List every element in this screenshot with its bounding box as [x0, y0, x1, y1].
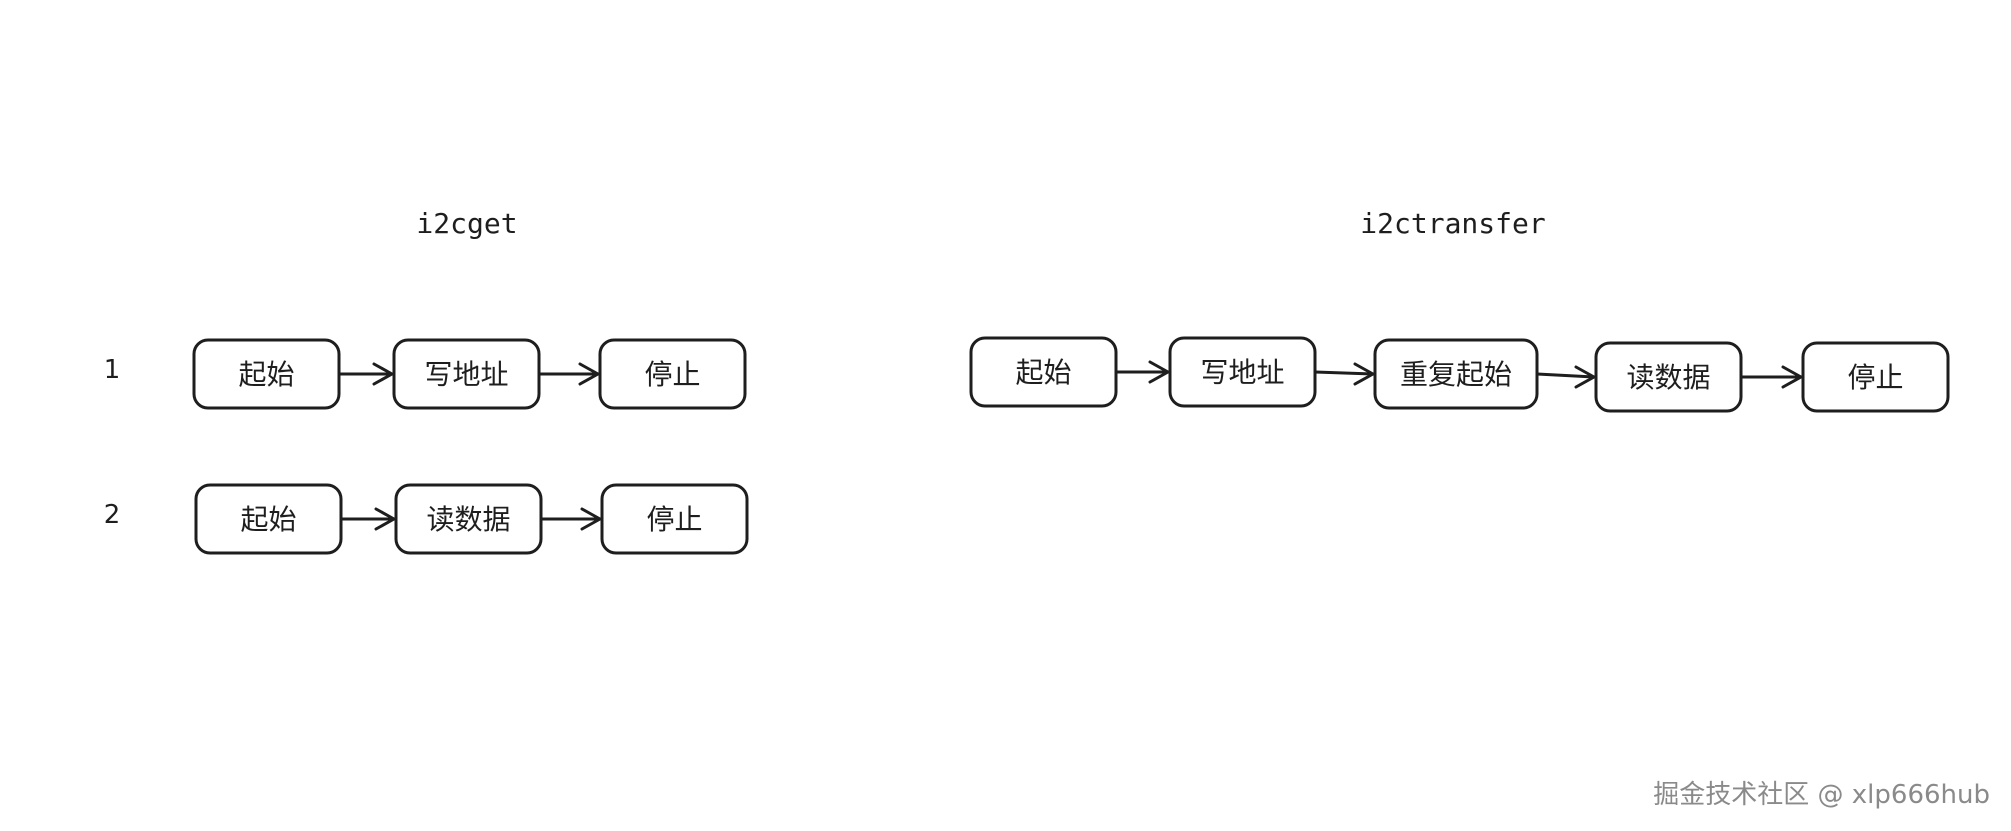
flow-step-box — [598, 338, 747, 410]
flow-step-label: 读数据 — [1626, 361, 1710, 394]
flow-step-label: 停止 — [644, 358, 700, 391]
diagram-title-i2cget: i2cget — [416, 207, 517, 240]
row-label-1: 1 — [104, 355, 121, 385]
flow-step-label: 起始 — [238, 358, 294, 391]
row-label-2: 2 — [104, 500, 121, 530]
flow-step-box — [600, 483, 749, 555]
flow-step-label: 起始 — [1015, 356, 1071, 389]
arrow-head-icon — [1574, 365, 1596, 389]
i2cget-flow-row-1: 起始 写地址 停止 — [192, 338, 747, 410]
diagram-title-i2ctransfer: i2ctransfer — [1360, 207, 1545, 240]
i2cget-flow-row-2: 起始 读数据 停止 — [194, 483, 749, 555]
flow-step-label: 起始 — [240, 503, 296, 536]
flow-step-label: 写地址 — [424, 358, 508, 391]
arrow-head-icon — [1781, 365, 1803, 389]
flow-arrow — [1535, 372, 1596, 379]
arrow-head-icon — [1148, 360, 1170, 384]
flow-step-label: 重复起始 — [1400, 358, 1512, 391]
flow-step-box — [1801, 341, 1950, 413]
flow-step-label: 读数据 — [426, 503, 510, 536]
arrow-head-icon — [372, 362, 394, 386]
flow-step-label: 停止 — [1847, 361, 1903, 394]
watermark: 掘金技术社区 @ xlp666hub — [1653, 780, 1990, 810]
arrow-head-icon — [578, 362, 600, 386]
flow-step-label: 写地址 — [1200, 356, 1284, 389]
arrow-head-icon — [580, 507, 602, 531]
flow-step-label: 停止 — [646, 503, 702, 536]
arrow-head-icon — [1353, 362, 1375, 386]
arrow-head-icon — [374, 507, 396, 531]
i2ctransfer-flow-row: 起始 写地址 重复起始 读数据 停止 — [969, 336, 1950, 413]
flow-arrow — [1313, 370, 1375, 376]
